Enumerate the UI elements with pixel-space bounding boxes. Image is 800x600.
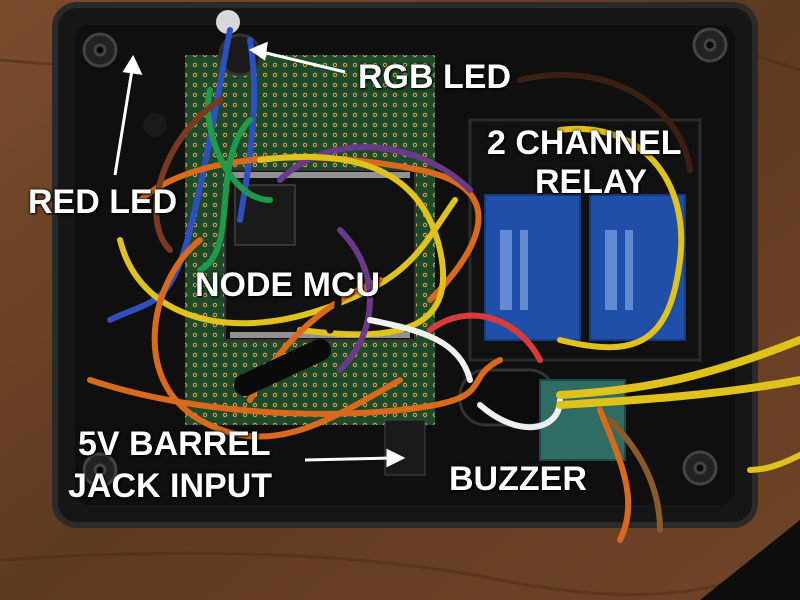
relay-label-line1: 2 CHANNEL <box>487 124 682 162</box>
node-mcu-label: NODE MCU <box>195 266 381 304</box>
corner-screws <box>82 27 728 488</box>
red-led <box>143 113 167 137</box>
rgb-led-label: RGB LED <box>358 58 511 96</box>
barrel-jack <box>384 419 426 476</box>
barrel-jack-label-line2: JACK INPUT <box>68 467 273 505</box>
red-led-label: RED LED <box>28 183 178 221</box>
relay-label-line2: RELAY <box>535 163 648 201</box>
buzzer-label: BUZZER <box>449 460 587 498</box>
barrel-jack-label-line1: 5V BARREL <box>78 425 271 463</box>
black-object <box>700 520 800 600</box>
rgb-led <box>216 10 240 34</box>
relay-2 <box>589 194 686 341</box>
